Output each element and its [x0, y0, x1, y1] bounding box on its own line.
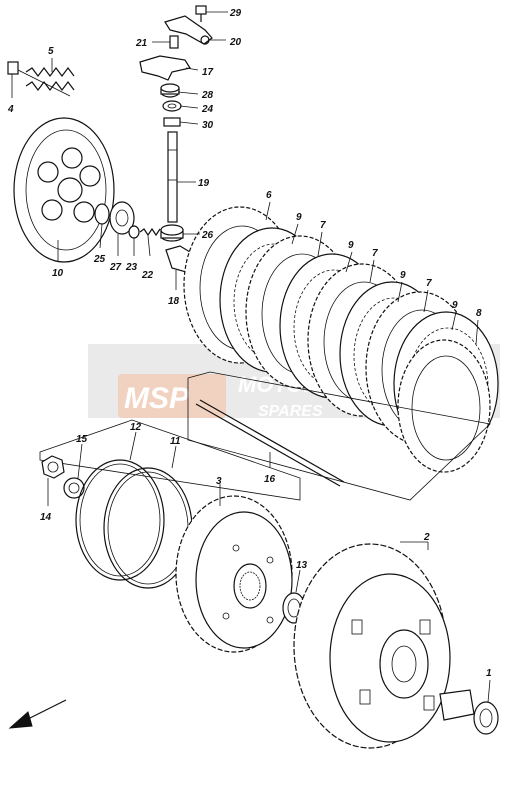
bolt-21: [169, 35, 179, 49]
push-rod-16: [195, 399, 345, 487]
callout-30: 30: [202, 120, 214, 131]
callout-26: 26: [201, 230, 214, 241]
callout-28: 28: [201, 90, 214, 101]
washer-15: [63, 477, 85, 499]
callout-5: 5: [48, 46, 54, 57]
callout-labels: 29 21 20 5 17 4 28 24 30 19 6 9 7 26 9 7…: [7, 8, 492, 679]
plate-stack: [183, 206, 499, 473]
callout-9d: 9: [452, 300, 458, 311]
nut-14: [41, 455, 65, 479]
callout-13: 13: [296, 560, 308, 571]
callout-1: 1: [486, 668, 492, 679]
plate-group-bracket: [187, 371, 491, 501]
callout-18: 18: [168, 296, 180, 307]
clutch-housing-2: [293, 543, 451, 749]
release-arm-assembly: [139, 5, 213, 273]
spring-5: [25, 67, 75, 77]
callout-25: 25: [93, 254, 106, 265]
bolt-29: [195, 5, 207, 15]
callout-14: 14: [40, 512, 52, 523]
callout-7b: 7: [372, 248, 378, 259]
leader-lines: [11, 11, 491, 703]
plate-17: [139, 55, 191, 81]
pin-23: [128, 225, 140, 239]
callout-27: 27: [109, 262, 122, 273]
callout-9c: 9: [400, 270, 406, 281]
watermark-logo-box: [118, 374, 226, 418]
bearing-27: [109, 201, 135, 235]
callout-22: 22: [141, 270, 154, 281]
watermark-line2: SPARES: [258, 403, 323, 420]
callout-7a: 7: [320, 220, 326, 231]
callout-15: 15: [76, 434, 88, 445]
callout-11: 11: [170, 436, 181, 447]
rod-22: [139, 227, 161, 237]
release-arm: [164, 15, 213, 45]
callout-9a: 9: [296, 212, 302, 223]
release-shaft-19: [167, 131, 178, 223]
callout-10: 10: [52, 268, 64, 279]
ring-12: [75, 459, 165, 581]
watermark-logo: MSP: [124, 382, 190, 415]
spring-bolt: [7, 61, 75, 97]
release-bearing-parts: [94, 201, 161, 239]
callout-24: 24: [201, 104, 214, 115]
nut-washer: [41, 455, 85, 499]
washer-25: [94, 203, 110, 225]
callout-3: 3: [216, 476, 222, 487]
callout-4: 4: [7, 104, 14, 115]
callout-23: 23: [125, 262, 138, 273]
rod-group-bracket: [39, 419, 301, 501]
callout-19: 19: [198, 178, 210, 189]
callout-17: 17: [202, 67, 214, 78]
callout-21: 21: [135, 38, 148, 49]
spacer-1: [439, 689, 499, 735]
clutch-hub-3: [175, 495, 293, 653]
callout-29: 29: [229, 8, 242, 19]
callout-9b: 9: [348, 240, 354, 251]
front-direction-arrow-icon: [8, 699, 67, 729]
pressure-plate-10: [13, 117, 115, 263]
callout-20: 20: [229, 37, 242, 48]
callout-12: 12: [130, 422, 142, 433]
seal-24: [162, 100, 182, 112]
bolt-4: [7, 61, 19, 75]
callout-16: 16: [264, 474, 276, 485]
callout-8: 8: [476, 308, 482, 319]
callout-7c: 7: [426, 278, 432, 289]
callout-2: 2: [423, 532, 430, 543]
callout-6: 6: [266, 190, 272, 201]
